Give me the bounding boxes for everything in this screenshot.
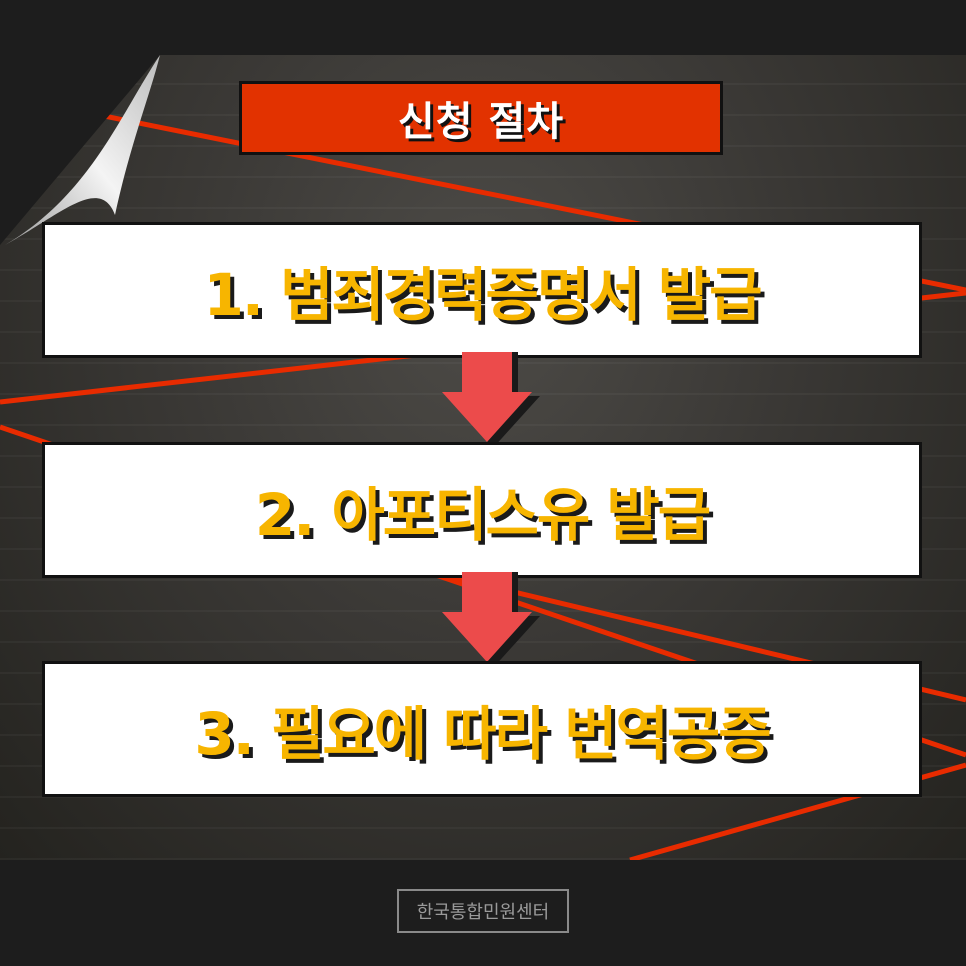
step-label-3: 3. 필요에 따라 번역공증 bbox=[194, 700, 771, 768]
step-label-2: 2. 아포티스유 발급 bbox=[254, 481, 711, 549]
step-card-3: 3. 필요에 따라 번역공증 bbox=[42, 661, 922, 797]
footer-badge: 한국통합민원센터 bbox=[397, 889, 569, 933]
step-label-1: 1. 범죄경력증명서 발급 bbox=[203, 261, 762, 329]
page-title: 신청 절차 bbox=[397, 99, 565, 145]
step-card-2: 2. 아포티스유 발급 bbox=[42, 442, 922, 578]
title-banner: 신청 절차 bbox=[239, 81, 723, 155]
bottom-bar bbox=[0, 860, 966, 966]
footer-badge-text: 한국통합민원센터 bbox=[416, 902, 550, 922]
step-card-1: 1. 범죄경력증명서 발급 bbox=[42, 222, 922, 358]
page-curl-icon bbox=[0, 55, 160, 245]
top-bar bbox=[0, 0, 966, 55]
down-arrow-icon bbox=[442, 352, 540, 448]
down-arrow-icon bbox=[442, 572, 540, 668]
